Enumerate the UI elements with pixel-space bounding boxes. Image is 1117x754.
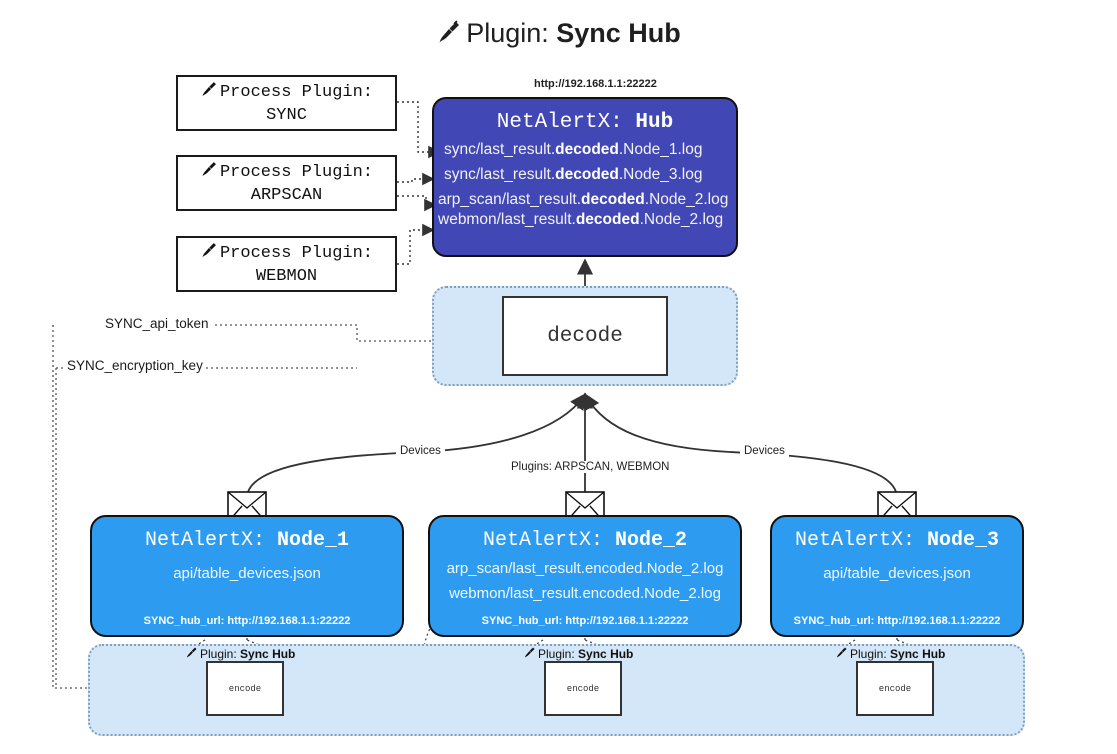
title-name: Sync Hub	[556, 18, 681, 48]
process-plugin-title: Process Plugin:	[219, 162, 374, 182]
node-box-node-2[interactable]: NetAlertX: Node_2 arp_scan/last_result.e…	[428, 515, 742, 637]
encoder-plugin-label-1: Plugin: Sync Hub	[185, 646, 295, 662]
node-title: NetAlertX: Node_3	[794, 529, 1000, 552]
edge-label-plugins-center: Plugins: ARPSCAN, WEBMON	[507, 461, 674, 473]
plug-icon	[523, 646, 536, 662]
hub-log-line-1: sync/last_result.decoded.Node_1.log	[444, 141, 703, 158]
node-title: NetAlertX: Node_2	[482, 529, 688, 552]
hub-log-line-3: arp_scan/last_result.decoded.Node_2.log	[438, 191, 729, 208]
encode-label: encode	[878, 683, 912, 694]
node-box-node-1[interactable]: NetAlertX: Node_1 api/table_devices.json…	[90, 515, 404, 637]
encode-box-2[interactable]: encode	[544, 661, 622, 716]
config-label-api-token: SYNC_api_token	[102, 316, 212, 331]
process-plugin-name: WEBMON	[255, 267, 318, 286]
plug-icon	[185, 646, 198, 662]
node-hub-url: SYNC_hub_url: http://192.168.1.1:22222	[481, 615, 689, 627]
node-box-node-3[interactable]: NetAlertX: Node_3 api/table_devices.json…	[770, 515, 1024, 637]
config-label-encryption-key: SYNC_encryption_key	[64, 358, 206, 373]
decode-box[interactable]: decode	[502, 296, 668, 376]
hub-url-label: http://192.168.1.1:22222	[534, 78, 657, 90]
encode-label: encode	[566, 683, 600, 694]
process-plugin-box-arpscan[interactable]: Process Plugin: ARPSCAN	[176, 155, 397, 211]
node-hub-url: SYNC_hub_url: http://192.168.1.1:22222	[793, 615, 1001, 627]
decode-label: decode	[547, 324, 623, 348]
plug-icon	[200, 160, 218, 185]
node-line: arp_scan/last_result.encoded.Node_2.log	[446, 560, 724, 577]
edge-label-devices-left: Devices	[396, 445, 445, 457]
hub-name: Hub	[635, 111, 674, 134]
encoder-plugin-label-2: Plugin: Sync Hub	[523, 646, 633, 662]
process-plugin-box-webmon[interactable]: Process Plugin: WEBMON	[176, 236, 397, 292]
hub-title: NetAlertX: Hub	[434, 111, 736, 134]
process-plugin-box-sync[interactable]: Process Plugin: SYNC	[176, 75, 397, 131]
process-plugin-title: Process Plugin:	[219, 82, 374, 102]
node-line: api/table_devices.json	[823, 565, 971, 582]
plug-icon	[200, 241, 218, 266]
hub-log-line-2: sync/last_result.decoded.Node_3.log	[444, 166, 703, 183]
edge-label-devices-right: Devices	[740, 445, 789, 457]
page-title: Plugin: Sync Hub	[0, 18, 1117, 52]
process-plugin-title: Process Plugin:	[219, 243, 374, 263]
plug-icon	[835, 646, 848, 662]
hub-prefix: NetAlertX:	[496, 111, 623, 134]
encoder-plugin-label-3: Plugin: Sync Hub	[835, 646, 945, 662]
node-title: NetAlertX: Node_1	[144, 529, 350, 552]
encode-box-1[interactable]: encode	[206, 661, 284, 716]
node-hub-url: SYNC_hub_url: http://192.168.1.1:22222	[143, 615, 351, 627]
node-line: webmon/last_result.encoded.Node_2.log	[449, 585, 721, 602]
hub-log-line-4: webmon/last_result.decoded.Node_2.log	[438, 211, 724, 228]
title-prefix: Plugin:	[466, 18, 549, 48]
encode-box-3[interactable]: encode	[856, 661, 934, 716]
process-plugin-name: ARPSCAN	[250, 186, 323, 205]
plug-icon	[436, 19, 462, 52]
hub-node[interactable]: NetAlertX: Hub sync/last_result.decoded.…	[432, 97, 738, 257]
process-plugin-name: SYNC	[266, 106, 307, 125]
node-line: api/table_devices.json	[173, 565, 321, 582]
encode-label: encode	[228, 683, 262, 694]
plug-icon	[200, 80, 218, 105]
